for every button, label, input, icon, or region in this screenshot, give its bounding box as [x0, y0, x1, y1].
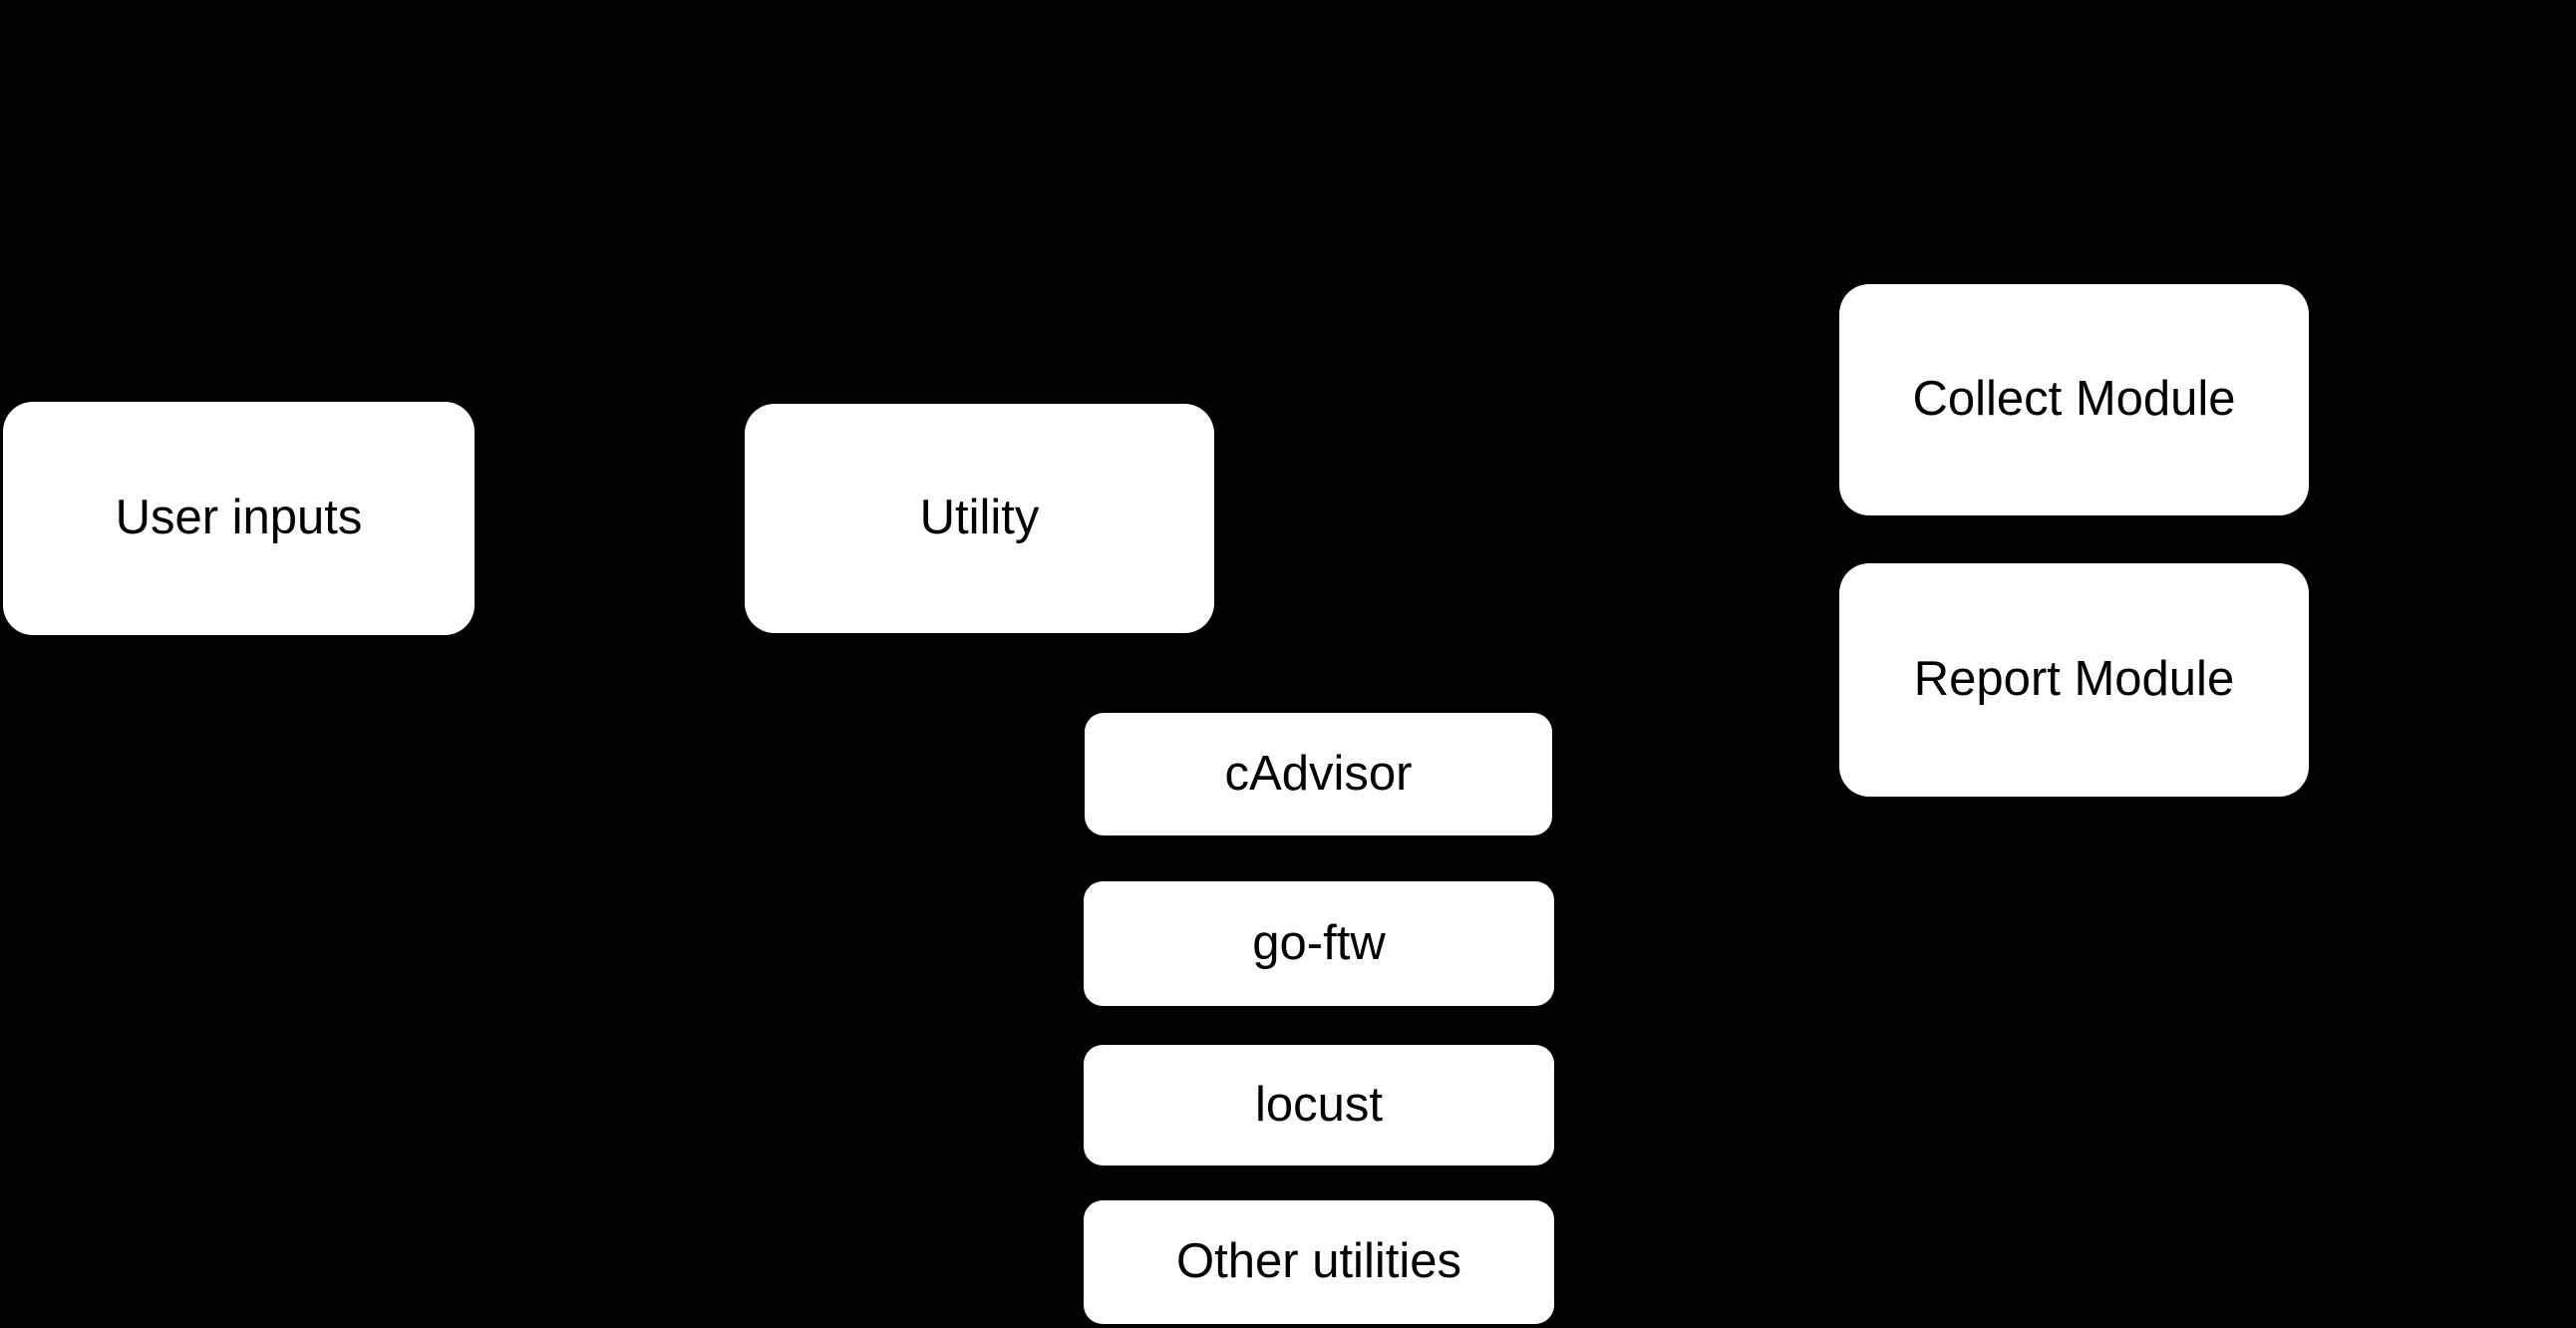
- node-report-module-label: Report Module: [1913, 652, 2235, 707]
- node-other-utilities: Other utilities: [1084, 1200, 1554, 1324]
- node-collect-module: Collect Module: [1839, 284, 2309, 515]
- node-other-utilities-label: Other utilities: [1176, 1234, 1461, 1289]
- node-cadvisor: cAdvisor: [1085, 713, 1552, 835]
- node-locust-label: locust: [1254, 1077, 1383, 1132]
- node-user-inputs-label: User inputs: [115, 491, 363, 545]
- node-collect-module-label: Collect Module: [1912, 372, 2236, 427]
- node-utility-label: Utility: [919, 491, 1040, 545]
- node-locust: locust: [1084, 1045, 1554, 1165]
- node-report-module: Report Module: [1839, 563, 2309, 797]
- node-cadvisor-label: cAdvisor: [1224, 746, 1413, 801]
- node-go-ftw: go-ftw: [1084, 881, 1554, 1006]
- node-go-ftw-label: go-ftw: [1252, 915, 1386, 970]
- node-utility: Utility: [745, 404, 1214, 633]
- node-user-inputs: User inputs: [3, 402, 475, 635]
